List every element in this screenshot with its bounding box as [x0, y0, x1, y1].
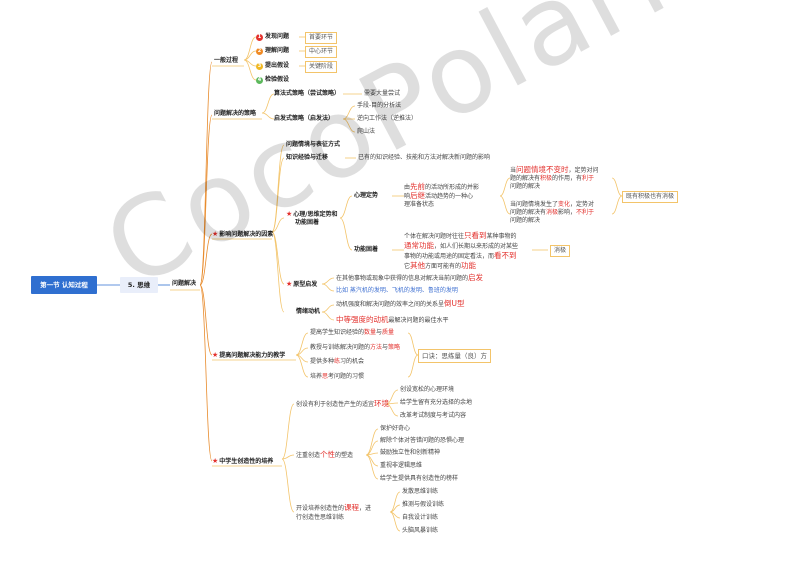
situation-node[interactable]: 问题情境与表征方式	[286, 141, 341, 148]
set-node[interactable]: 心理定势	[354, 192, 379, 199]
step-2-label: 理解问题	[265, 47, 290, 54]
environment-item-1: 创设宽松的心理环境	[400, 386, 455, 393]
teaching-item-3: 提供多种练习的机会	[310, 358, 365, 365]
step-3-number-icon: 3	[256, 63, 263, 70]
creativity-title-label: 中学生创造性的培养	[219, 458, 274, 465]
set-description: 由先前的活动所形成的并影 响后继活动趋势的一种心 理准备状态	[404, 182, 480, 209]
prototype-line-1: 在其他事物或现象中获得的信息对解决当前问题的启发	[336, 273, 484, 283]
prototype-line-2: 比如 蒸汽机的发明、飞机的发明、鲁班的发明	[336, 287, 458, 294]
fixedness-tag: 消极	[550, 245, 571, 257]
personality-item-4: 重视非逻辑思维	[380, 462, 423, 469]
courses-node[interactable]: 开设培养创造性的课程，进行创造性思维训练	[296, 503, 372, 521]
factors-title-label: 影响问题解决的因素	[219, 231, 274, 238]
factors-title[interactable]: ★影响问题解决的因素	[212, 230, 273, 239]
step-4-label: 检验假设	[265, 76, 290, 83]
step-2-tag: 中心环节	[305, 46, 338, 58]
mental-set-label-2: 功能固着	[295, 219, 320, 226]
environment-item-2: 给学生留有充分选择的余地	[400, 399, 473, 406]
motivation-line-1: 动机强度和解决问题的效率之间的关系呈倒U型	[336, 299, 465, 309]
step-3-tag: 关键阶段	[305, 61, 338, 73]
teaching-item-4: 培养思考问题的习惯	[310, 373, 365, 380]
knowledge-node[interactable]: 知识经验与迁移	[286, 154, 329, 161]
personality-node[interactable]: 注重创造个性的塑造	[296, 450, 354, 460]
chapter-node[interactable]: 5. 思维	[120, 277, 158, 293]
motivation-line-2: 中等强度的动机最解决问题的最佳水平	[336, 315, 449, 325]
root-node[interactable]: 第一节 认知过程	[31, 276, 97, 294]
strategies-title[interactable]: 问题解决的策略	[214, 110, 257, 117]
heuristic-strategy[interactable]: 启发式策略（启发法）	[274, 115, 335, 122]
step-3-label: 提出假设	[265, 62, 290, 69]
step-4-number-icon: 4	[256, 77, 263, 84]
algorithmic-strategy[interactable]: 算法式策略（尝试策略）	[274, 90, 341, 97]
courses-item-1: 发散思维训练	[402, 488, 439, 495]
courses-item-2: 推测与假设训练	[402, 501, 445, 508]
personality-item-3: 鼓励独立性和创新精神	[380, 449, 441, 456]
courses-item-3: 自我设计训练	[402, 514, 439, 521]
personality-item-2: 解除个体对答错问题的恐惧心理	[380, 437, 465, 444]
mental-set-node[interactable]: ★心理/思维定势和 功能固着	[286, 210, 337, 227]
set-positive-effect: 当问题情境不变时，定势对问 题的解决有积极的作用，有利于 问题的解决	[510, 165, 599, 191]
set-negative-effect: 当问题情境发生了变化，定势对 问题的解决有消极影响，不利于 问题的解决	[510, 201, 595, 224]
teaching-item-1: 提高学生知识经验的数量与质量	[310, 329, 395, 336]
step-2-number-icon: 2	[256, 48, 263, 55]
personality-item-5: 给学生提供具有创造性的榜样	[380, 475, 459, 482]
star-icon: ★	[212, 351, 219, 359]
heuristic-item-3: 爬山法	[357, 128, 376, 135]
motivation-node[interactable]: 情绪动机	[296, 308, 321, 315]
algorithmic-note: 需要大量尝试	[364, 90, 401, 97]
star-icon: ★	[286, 210, 293, 218]
teaching-title[interactable]: ★提高问题解决能力的教学	[212, 351, 285, 360]
creativity-title[interactable]: ★中学生创造性的培养	[212, 457, 273, 466]
step-1-label: 发现问题	[265, 33, 290, 40]
prototype-label: 原型启发	[293, 281, 318, 288]
personality-item-1: 保护好奇心	[380, 425, 411, 432]
knowledge-note: 已有的知识经验、技能和方法对解决新问题的影响	[358, 154, 491, 161]
root-node-label: 第一节 认知过程	[40, 281, 88, 289]
general-process-title[interactable]: 一般过程	[214, 57, 239, 64]
teaching-title-label: 提高问题解决能力的教学	[219, 352, 286, 359]
star-icon: ★	[212, 230, 219, 238]
heuristic-item-1: 手段-目的分析法	[357, 102, 402, 109]
fixedness-description: 个体在解决问题时往往只看到某种事物的 通常功能，如人们长期以来形成的对某些 事物…	[404, 231, 519, 270]
set-tag: 既有积极也有消极	[622, 191, 679, 203]
fixedness-node[interactable]: 功能固着	[354, 246, 379, 253]
courses-item-4: 头脑风暴训练	[402, 527, 439, 534]
mental-set-label-1: 心理/思维定势和	[293, 211, 338, 218]
step-1-number-icon: 1	[256, 34, 263, 41]
environment-item-3: 改革考试制度与考试内容	[400, 412, 467, 419]
chapter-node-label: 5. 思维	[127, 281, 151, 289]
prototype-node[interactable]: ★原型启发	[286, 280, 317, 289]
star-icon: ★	[212, 457, 219, 465]
step-1-tag: 首要环节	[305, 32, 338, 44]
environment-node[interactable]: 创设有利于创造性产生的适宜环境	[296, 399, 390, 409]
heuristic-item-2: 逆向工作法（逆推法）	[357, 115, 418, 122]
teaching-item-2: 教授与训练解决问题的方法与策略	[310, 344, 401, 351]
teaching-mnemonic: 口诀：思练量（良）方	[418, 349, 491, 363]
star-icon: ★	[286, 280, 293, 288]
topic-node[interactable]: 问题解决	[172, 280, 197, 287]
